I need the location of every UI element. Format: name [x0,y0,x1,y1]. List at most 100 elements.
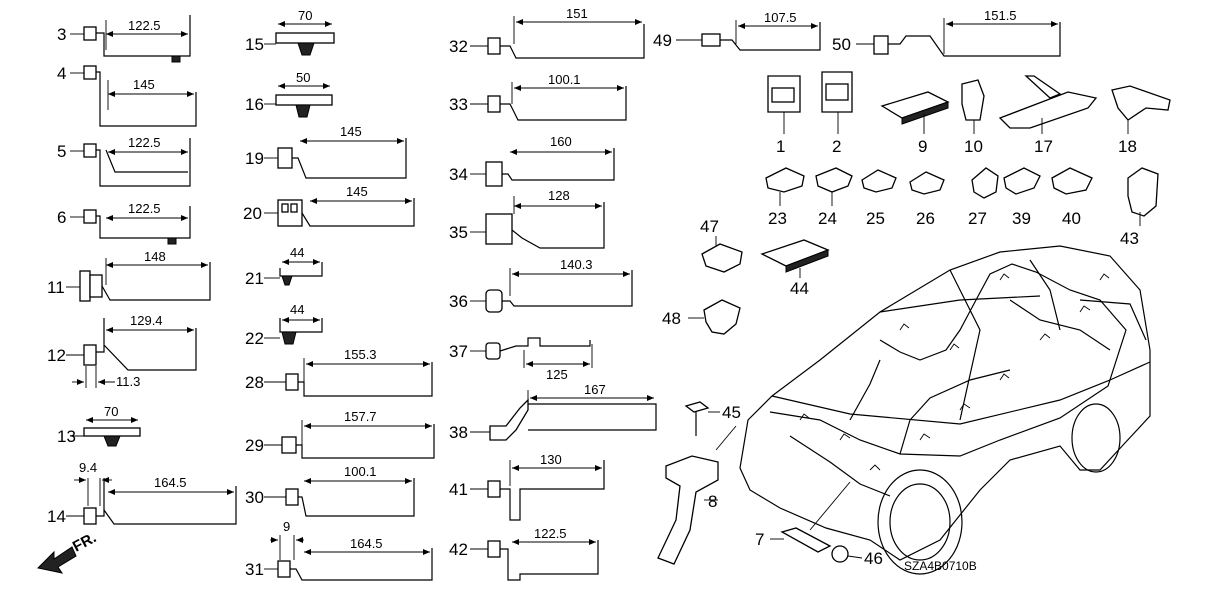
part-42-band-clip[interactable]: 42 122.5 [449,526,599,581]
part-17-holder[interactable]: 17 [998,75,1098,156]
part-number: 21 [245,269,264,288]
part-number: 5 [57,142,66,161]
part-8-bracket[interactable]: 8 [657,455,719,565]
part-39-clip[interactable]: 39 [1003,167,1041,228]
part-15-stay[interactable]: 15 70 [245,8,335,56]
part-number: 29 [245,436,264,455]
part-33-band-clip[interactable]: 33 100.1 [449,72,627,121]
part-number: 26 [916,209,935,228]
part-number: 46 [864,549,883,568]
part-number: 1 [776,137,785,156]
part-49-band-clip[interactable]: 49 107.5 [653,10,821,51]
part-number: 16 [245,95,264,114]
part-10-clip[interactable]: 10 [961,79,985,156]
dimension-label: 155.3 [344,347,377,362]
part-2-fuse-holder[interactable]: 2 [821,71,853,156]
part-number: 30 [245,488,264,507]
part-37-band-clip[interactable]: 37 125 [449,337,593,382]
part-number: 10 [964,137,983,156]
part-47-clip[interactable]: 47 [700,217,743,273]
part-18-holder[interactable]: 18 [1111,85,1171,156]
part-27-clip[interactable]: 27 [968,167,999,228]
dimension-label: 145 [340,124,362,139]
part-number: 24 [818,209,837,228]
part-36-band-clip[interactable]: 36 140.3 [449,257,633,313]
part-13-stay[interactable]: 13 70 [57,404,141,447]
part-45-bolt[interactable]: 45 [684,401,741,436]
part-26-clip[interactable]: 26 [909,171,945,228]
part-number: 18 [1118,137,1137,156]
part-7-holder[interactable]: 7 [755,527,832,553]
dimension-label: 167 [584,382,606,397]
part-number: 42 [449,540,468,559]
part-number: 11 [47,278,65,297]
part-number: 22 [245,329,264,348]
part-number: 8 [708,492,717,511]
dimension-label: 100.1 [344,464,377,479]
part-1-fuse-holder[interactable]: 1 [767,75,801,156]
dimension-label: 107.5 [764,10,797,25]
part-number: 20 [243,204,262,223]
dimension-label: 157.7 [344,409,377,424]
part-12-band-clip[interactable]: 12 129.4 11.3 [47,313,197,389]
part-4-band-clip[interactable]: 4 145 [57,64,197,127]
part-number: 13 [57,427,76,446]
part-number: 34 [449,165,468,184]
part-31-band-clip[interactable]: 31 9 164.5 [245,519,433,581]
part-43-cover[interactable]: 43 [1120,167,1159,248]
part-28-band-clip[interactable]: 28 155.3 [245,347,433,397]
part-22-band-clip[interactable]: 22 44 [245,302,323,348]
part-number: 28 [245,373,264,392]
part-6-band-clip[interactable]: 6 122.5 [57,201,191,245]
part-16-stay[interactable]: 16 50 [245,70,333,118]
part-number: 43 [1120,229,1139,248]
dimension-label: 122.5 [534,526,567,541]
part-35-band-clip[interactable]: 35 128 [449,188,605,249]
part-number: 39 [1012,209,1031,228]
part-40-clip[interactable]: 40 [1051,167,1093,228]
part-number: 27 [968,209,987,228]
part-32-band-clip[interactable]: 32 151 [449,6,645,59]
part-21-band-clip[interactable]: 21 44 [245,245,323,288]
part-5-band-clip[interactable]: 5 122.5 [57,135,191,187]
dimension-label: 122.5 [128,135,161,150]
dimension-label: 70 [298,8,312,23]
dimension-label: 148 [144,249,166,264]
dimension-label: 122.5 [128,201,161,216]
part-number: 40 [1062,209,1081,228]
part-50-band-clip[interactable]: 50 151.5 [832,8,1061,57]
front-direction-arrow: FR. [36,529,99,574]
dimension-label: 164.5 [350,536,383,551]
part-44-cover[interactable]: 44 [760,239,830,298]
part-19-band-clip[interactable]: 19 145 [245,124,407,179]
part-46-nut[interactable]: 46 [831,545,883,568]
part-48-clip[interactable]: 48 [662,299,741,335]
dimension-label: 151.5 [984,8,1017,23]
dimension-label: 164.5 [154,475,187,490]
part-20-band-clip[interactable]: 20 145 [243,184,415,227]
part-9-cover[interactable]: 9 [880,91,950,156]
part-34-band-clip[interactable]: 34 160 [449,134,615,187]
part-14-band-clip[interactable]: 14 9.4 164.5 [47,460,237,526]
part-23-clip[interactable]: 23 [765,167,805,228]
part-41-band-clip[interactable]: 41 130 [449,452,605,521]
part-24-clip[interactable]: 24 [815,167,853,228]
part-29-band-clip[interactable]: 29 157.7 [245,409,435,459]
dimension-label-secondary: 9 [283,519,290,534]
part-number: 6 [57,208,66,227]
part-number: 50 [832,35,851,54]
part-number: 31 [245,560,264,579]
part-11-band-clip[interactable]: 11 148 [47,249,211,302]
part-number: 33 [449,95,468,114]
part-38-band-clip[interactable]: 38 167 [449,382,657,442]
vehicle-harness-illustration [715,245,1151,575]
part-3-band-clip[interactable]: 3 122.5 [57,15,191,63]
part-number: 9 [918,137,927,156]
part-25-clip[interactable]: 25 [861,169,897,228]
dimension-label-secondary: 9.4 [79,460,97,475]
part-30-band-clip[interactable]: 30 100.1 [245,464,415,517]
dimension-label: 50 [296,70,310,85]
part-number: 37 [449,342,468,361]
part-number: 23 [768,209,787,228]
part-number: 17 [1034,137,1053,156]
